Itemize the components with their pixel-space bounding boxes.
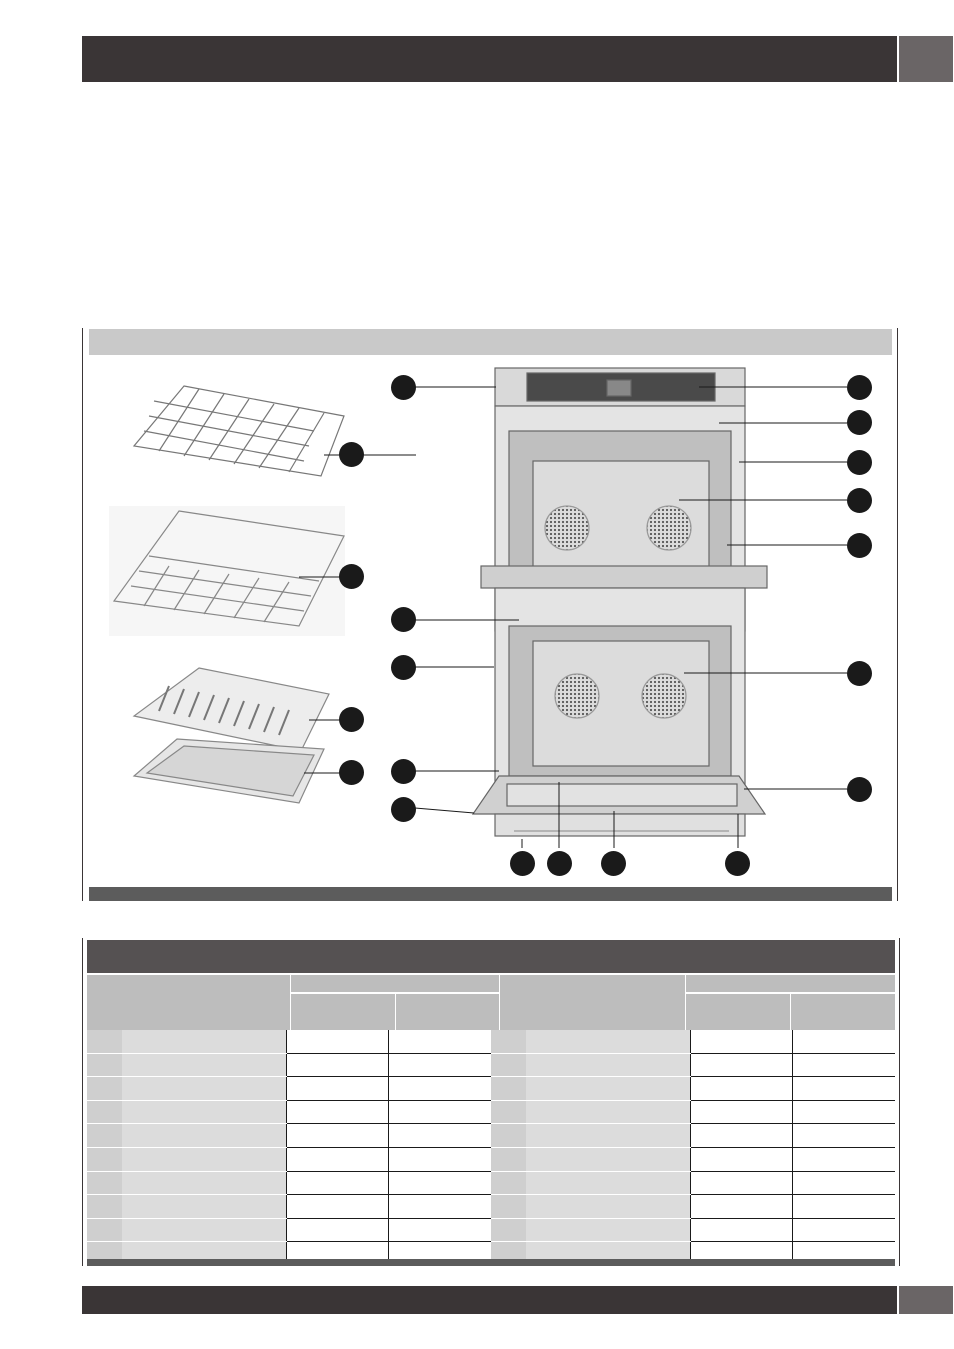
callout-bottom-4 [725,851,750,876]
table-row [87,1076,895,1101]
table-bottom-bar [87,1259,895,1266]
footer-band-end [899,1286,953,1314]
figure-title-bar [89,329,892,355]
spec-table [87,1030,895,1266]
callout-broil-pan [339,760,364,785]
table-row [87,1147,895,1172]
callout-bottom-1 [510,851,535,876]
callout-left-5 [391,797,416,822]
callout-shelf [339,442,364,467]
spec-table-title-bar [87,940,895,973]
figure-right-rule [897,328,898,901]
callout-broil-grid [339,707,364,732]
header-band-end [899,36,953,82]
col-header-component-right [500,975,685,1030]
col-header-left-b [396,994,499,1030]
callout-left-1 [391,375,416,400]
leader-lines [299,386,847,848]
table-row [87,1123,895,1148]
table-right-rule [899,938,900,1266]
callout-right-3 [847,450,872,475]
oven-illustration [109,367,847,848]
col-header-right-a [686,994,790,1030]
callout-right-7 [847,777,872,802]
col-header-left-a [291,994,395,1030]
wire-shelf [132,385,345,477]
col-header-right-b [791,994,895,1030]
table-row [87,1100,895,1125]
callout-right-2 [847,410,872,435]
callout-right-4 [847,488,872,513]
header-band [82,36,897,82]
table-row [87,1053,895,1078]
callout-right-5 [847,533,872,558]
col-header-group-left [291,975,499,992]
footer-band [82,1286,897,1314]
callout-right-6 [847,661,872,686]
callout-left-2 [391,607,416,632]
table-row [87,1030,895,1054]
table-row [87,1171,895,1196]
callout-right-1 [847,375,872,400]
callout-bottom-2 [547,851,572,876]
callout-telescopic-shelf [339,564,364,589]
table-left-rule [82,938,83,1266]
callout-bottom-3 [601,851,626,876]
broil-grid [132,667,330,752]
telescopic-shelf [109,506,345,636]
col-header-component-left [87,975,290,1030]
oven-body [471,367,768,837]
table-row [87,1218,895,1243]
broil-pan [132,738,325,804]
figure-left-rule [82,328,83,901]
callout-left-4 [391,759,416,784]
table-row [87,1194,895,1219]
figure-bottom-bar [89,887,892,901]
callout-left-3 [391,655,416,680]
col-header-group-right [686,975,895,992]
